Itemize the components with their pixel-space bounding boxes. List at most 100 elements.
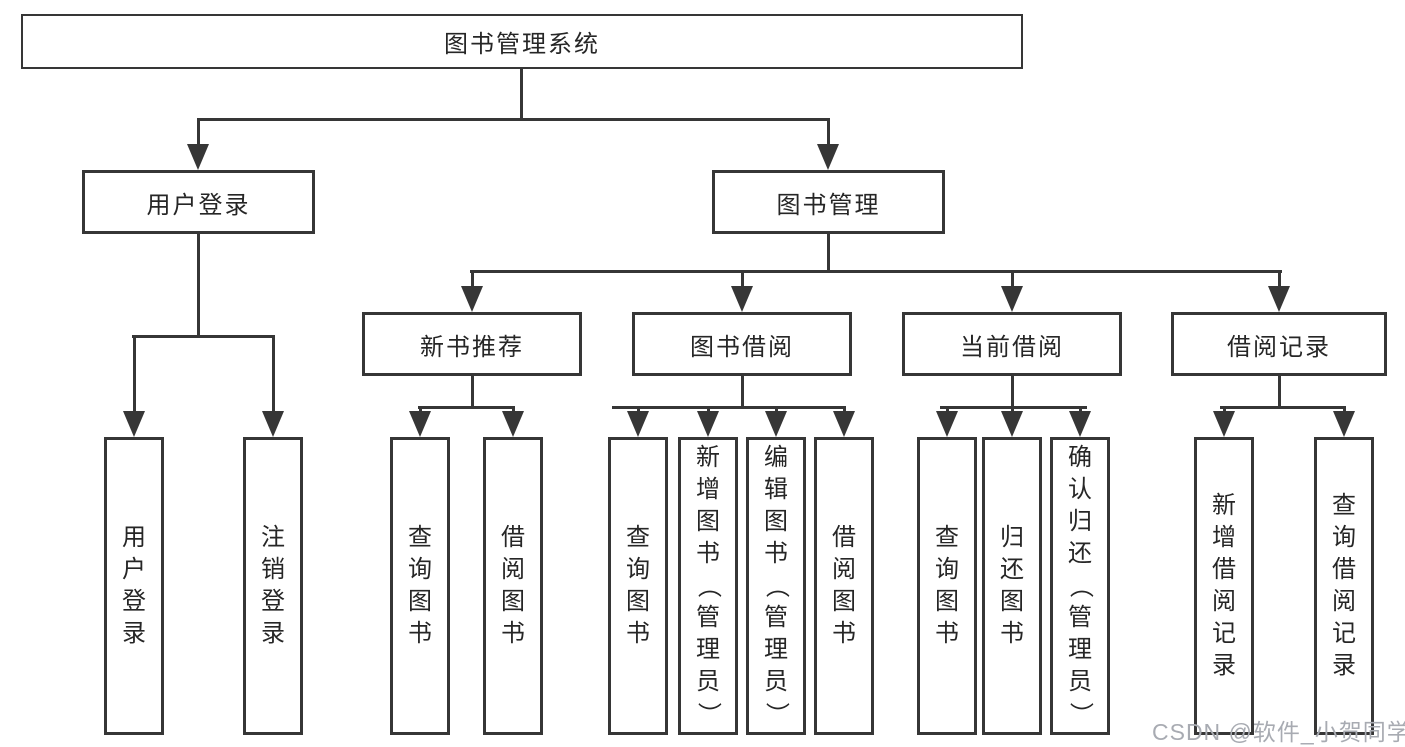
connector-line-v [512,406,515,414]
vertical-char: 编 [764,444,788,471]
connector-line-v [471,270,474,290]
vertical-char: （ [763,574,790,598]
vertical-char: ） [1067,702,1094,726]
node-label: 图书管理 [776,191,881,219]
node-label: 图书管理系统 [444,31,600,58]
arrow-down-icon [1213,411,1235,437]
vertical-char: 归 [1000,524,1024,551]
node-label: 用户登录 [146,191,251,219]
node-current-borrow: 当前借阅 [902,312,1122,376]
node-label: 查询借阅记录 [1317,440,1371,732]
node-label: 当前借阅 [960,333,1064,361]
connector-line-h [1220,406,1346,409]
node-leaf-add-books-admin: 新增图书（管理员） [678,437,738,735]
connector-line-v [197,118,200,148]
vertical-char: 阅 [1332,588,1356,615]
vertical-char: 还 [1000,556,1024,583]
node-leaf-logout: 注销登录 [243,437,303,735]
arrow-down-icon [1001,286,1023,312]
vertical-char: 记 [1332,620,1356,647]
connector-line-v [946,406,949,414]
node-label: 编辑图书（管理员） [749,440,803,732]
arrow-down-icon [817,144,839,170]
node-leaf-add-borrow-record: 新增借阅记录 [1194,437,1254,735]
vertical-char: 增 [696,476,720,503]
arrow-down-icon [502,411,524,437]
node-new-book-recommend: 新书推荐 [362,312,582,376]
vertical-char: 查 [626,524,650,551]
node-label: 图书借阅 [690,333,794,361]
vertical-char: 图 [935,588,959,615]
vertical-char: 录 [1332,652,1356,679]
node-leaf-query-books-2: 查询图书 [608,437,668,735]
vertical-char: 书 [764,540,788,567]
node-label: 查询图书 [611,440,665,732]
connector-line-v [471,376,474,406]
connector-line-v [1079,406,1082,414]
csdn-watermark: CSDN @软件_小贺同学 [1152,719,1405,745]
vertical-char: 员 [696,668,720,695]
vertical-char: 询 [626,556,650,583]
arrow-down-icon [1333,411,1355,437]
node-label: 新增借阅记录 [1197,440,1251,732]
vertical-char: 书 [501,620,525,647]
arrow-down-icon [409,411,431,437]
vertical-char: 管 [1068,604,1092,631]
arrow-down-icon [627,411,649,437]
node-leaf-borrow-books-1: 借阅图书 [483,437,543,735]
arrow-down-icon [731,286,753,312]
vertical-char: 借 [501,524,525,551]
vertical-char: 书 [832,620,856,647]
vertical-char: 查 [935,524,959,551]
arrow-down-icon [461,286,483,312]
connector-line-h [132,335,275,338]
vertical-char: 图 [626,588,650,615]
vertical-char: 借 [1332,556,1356,583]
vertical-char: 新 [1212,492,1236,519]
arrow-down-icon [1069,411,1091,437]
vertical-char: 用 [122,524,146,551]
vertical-char: 增 [1212,524,1236,551]
vertical-char: 管 [696,604,720,631]
node-label: 查询图书 [920,440,974,732]
node-leaf-query-books-3: 查询图书 [917,437,977,735]
node-label: 借阅图书 [817,440,871,732]
vertical-char: 借 [832,524,856,551]
vertical-char: 新 [696,444,720,471]
vertical-char: 图 [501,588,525,615]
node-user-login: 用户登录 [82,170,315,234]
node-leaf-query-borrow-record: 查询借阅记录 [1314,437,1374,735]
vertical-char: 询 [408,556,432,583]
arrow-down-icon [765,411,787,437]
vertical-char: 图 [764,508,788,535]
connector-line-v [1011,270,1014,290]
connector-line-h [470,270,1282,273]
vertical-char: 理 [696,636,720,663]
vertical-char: （ [1067,574,1094,598]
vertical-char: 书 [626,620,650,647]
connector-line-v [827,234,830,270]
vertical-char: 员 [764,668,788,695]
vertical-char: 书 [1000,620,1024,647]
node-label: 用户登录 [107,440,161,732]
vertical-char: 理 [764,636,788,663]
vertical-char: 查 [408,524,432,551]
connector-line-v [707,406,710,414]
connector-line-v [1223,406,1226,414]
node-book-borrow: 图书借阅 [632,312,852,376]
connector-line-v [1278,270,1281,290]
connector-line-v [775,406,778,414]
connector-line-h [418,406,515,409]
vertical-char: 查 [1332,492,1356,519]
arrow-down-icon [187,144,209,170]
vertical-char: 户 [122,556,146,583]
node-leaf-user-login: 用户登录 [104,437,164,735]
vertical-char: 图 [696,508,720,535]
vertical-char: 书 [935,620,959,647]
vertical-char: 理 [1068,636,1092,663]
node-leaf-query-books-1: 查询图书 [390,437,450,735]
vertical-char: 记 [1212,620,1236,647]
connector-line-v [637,406,640,414]
vertical-char: （ [695,574,722,598]
